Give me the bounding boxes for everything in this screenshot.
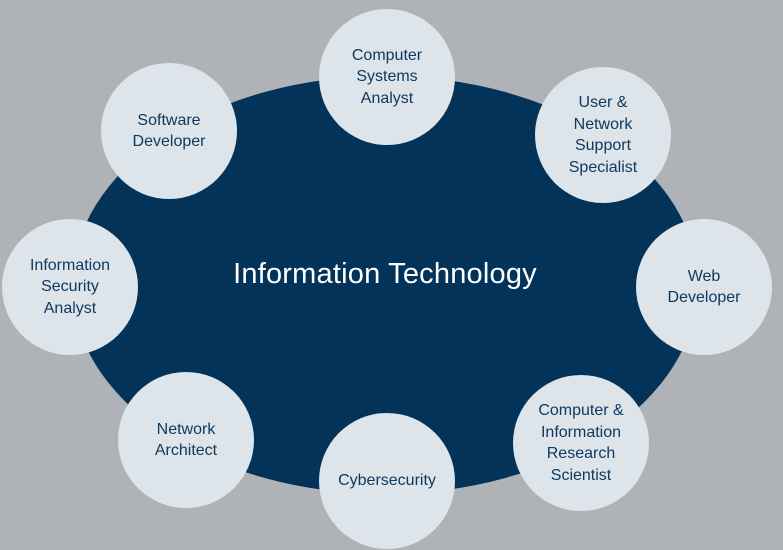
node-label: Information Security Analyst xyxy=(29,256,111,317)
node-software-developer: Software Developer xyxy=(101,63,237,199)
node-label: Computer & Information Research Scientis… xyxy=(538,402,624,484)
node-information-security-analyst: Information Security Analyst xyxy=(2,219,138,355)
node-user-network-support-specialist: User & Network Support Specialist xyxy=(535,67,671,203)
node-web-developer: Web Developer xyxy=(636,219,772,355)
node-network-architect: Network Architect xyxy=(118,372,254,508)
node-label: Cybersecurity xyxy=(338,472,436,490)
node-label: Web Developer xyxy=(667,267,741,307)
node-label: Software Developer xyxy=(132,111,206,151)
node-label: Computer Systems Analyst xyxy=(351,46,423,107)
node-computer-systems-analyst: Computer Systems Analyst xyxy=(319,9,455,145)
node-computer-information-research-scientist: Computer & Information Research Scientis… xyxy=(513,375,649,511)
node-label: Network Architect xyxy=(154,420,218,460)
center-title: Information Technology xyxy=(233,258,537,290)
node-label: User & Network Support Specialist xyxy=(568,94,638,176)
node-cybersecurity: Cybersecurity xyxy=(319,413,455,549)
